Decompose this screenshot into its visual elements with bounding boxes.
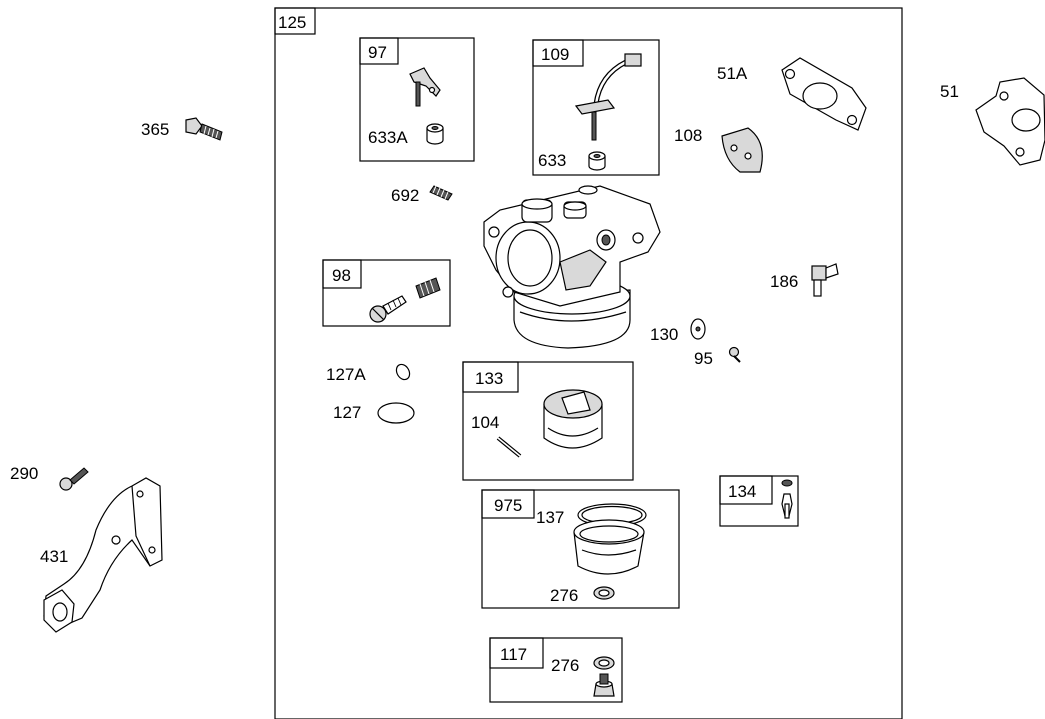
bowl-nut-117 [593, 673, 615, 697]
group-97: 97 633A [359, 37, 475, 162]
assembly-125-frame: 125 [274, 7, 903, 719]
needle-valve-134 [781, 479, 793, 519]
choke-shaft-part [574, 53, 642, 141]
label-98: 98 [332, 266, 351, 285]
throttle-shaft-part [409, 67, 441, 107]
label-104: 104 [471, 413, 499, 432]
label-186: 186 [770, 272, 798, 291]
bushing-633A [426, 123, 444, 145]
group-109: 109 633 [532, 39, 660, 176]
label-51A: 51A [717, 64, 748, 83]
pin-104 [496, 436, 522, 458]
label-692: 692 [391, 186, 419, 205]
plug-127 [377, 402, 415, 424]
label-290: 290 [10, 464, 38, 483]
label-108: 108 [674, 126, 702, 145]
group-98: 98 [322, 259, 451, 327]
gasket-51 [975, 77, 1045, 166]
label-51: 51 [940, 82, 959, 101]
label-975: 975 [494, 496, 522, 515]
label-117: 117 [500, 645, 527, 664]
label-130: 130 [650, 325, 678, 344]
spring-692 [429, 185, 453, 201]
idle-screw-part [369, 277, 441, 323]
gasket-51A [781, 57, 867, 131]
group-117: 117 276 [489, 637, 623, 703]
plate-130 [690, 318, 706, 340]
label-95: 95 [694, 349, 713, 368]
float-133 [543, 389, 603, 449]
label-137: 137 [536, 508, 564, 527]
label-633: 633 [538, 151, 566, 170]
plug-127A [395, 363, 411, 381]
washer-276-b [593, 656, 615, 670]
intake-elbow-431 [43, 477, 163, 633]
group-975: 975 137 276 [481, 489, 680, 609]
bolt-365 [185, 117, 223, 141]
group-134: 134 [719, 475, 799, 527]
label-109: 109 [541, 45, 569, 64]
label-133: 133 [475, 369, 503, 388]
bushing-633 [588, 151, 606, 171]
plate-108 [721, 127, 763, 173]
screw-290 [59, 467, 89, 491]
label-assembly-125: 125 [278, 13, 306, 32]
label-276-a: 276 [550, 586, 578, 605]
screw-95 [728, 346, 741, 363]
label-633A: 633A [368, 128, 408, 147]
label-127A: 127A [326, 365, 366, 384]
label-276-b: 276 [551, 656, 579, 675]
label-97: 97 [368, 43, 387, 62]
label-134: 134 [728, 482, 756, 501]
float-bowl-975 [573, 519, 645, 575]
group-133: 133 104 [462, 361, 634, 481]
label-365: 365 [141, 120, 169, 139]
fitting-186 [811, 263, 839, 297]
label-127: 127 [333, 403, 361, 422]
washer-276-a [593, 586, 615, 600]
carburetor-body [483, 185, 661, 349]
label-431: 431 [40, 547, 68, 566]
